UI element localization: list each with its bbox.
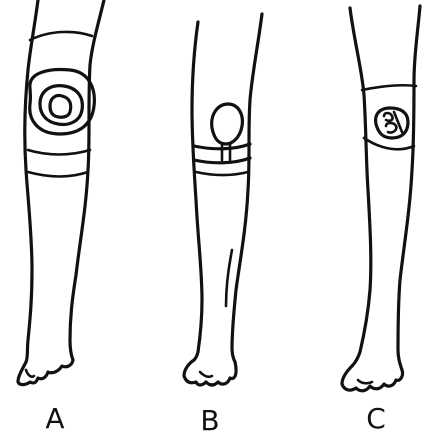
leg-b	[184, 14, 262, 385]
leg-a	[18, 0, 104, 385]
leg-c	[342, 6, 420, 391]
label-c: C	[366, 402, 386, 435]
label-a: A	[45, 402, 64, 435]
label-b: B	[200, 404, 219, 437]
